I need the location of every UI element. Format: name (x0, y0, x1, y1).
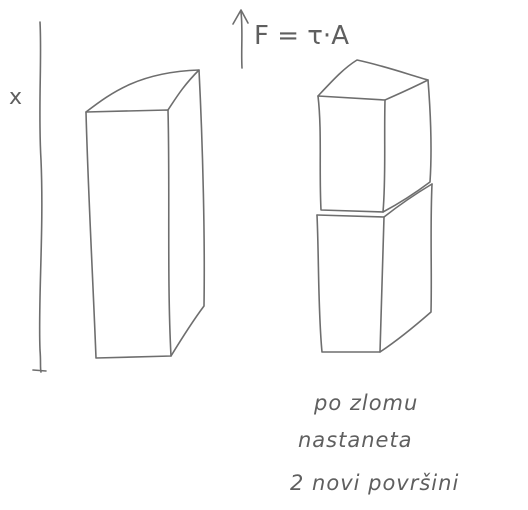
fracture-gap (316, 183, 433, 218)
lower-part-right-face (379, 183, 433, 353)
broken-block-upper (317, 59, 432, 213)
x-axis: x (9, 21, 47, 373)
x-axis-label: x (9, 85, 22, 110)
intact-block (85, 69, 206, 359)
broken-block-lower (316, 183, 433, 353)
note-line-1: po zlomu (313, 391, 418, 415)
intact-block-front-face (85, 109, 172, 359)
up-arrow-icon (232, 9, 249, 69)
upper-part-top-face (317, 59, 429, 101)
x-axis-tick (32, 369, 47, 372)
upper-part-right-face (382, 79, 432, 213)
formula-label: F = τ·A (254, 21, 349, 51)
fracture-line-front (316, 214, 385, 218)
note-line-2: nastaneta (298, 428, 413, 452)
lower-part-front-face (316, 214, 385, 353)
fracture-line-back (383, 183, 433, 218)
intact-block-top-face (85, 69, 200, 113)
note-line-3: 2 novi površini (290, 471, 459, 495)
force-formula: F = τ·A (232, 9, 349, 69)
upper-part-front-face (317, 95, 386, 213)
fracture-note: po zlomu nastaneta 2 novi površini (290, 391, 459, 495)
x-axis-line (38, 21, 43, 373)
intact-block-right-face (170, 69, 206, 357)
